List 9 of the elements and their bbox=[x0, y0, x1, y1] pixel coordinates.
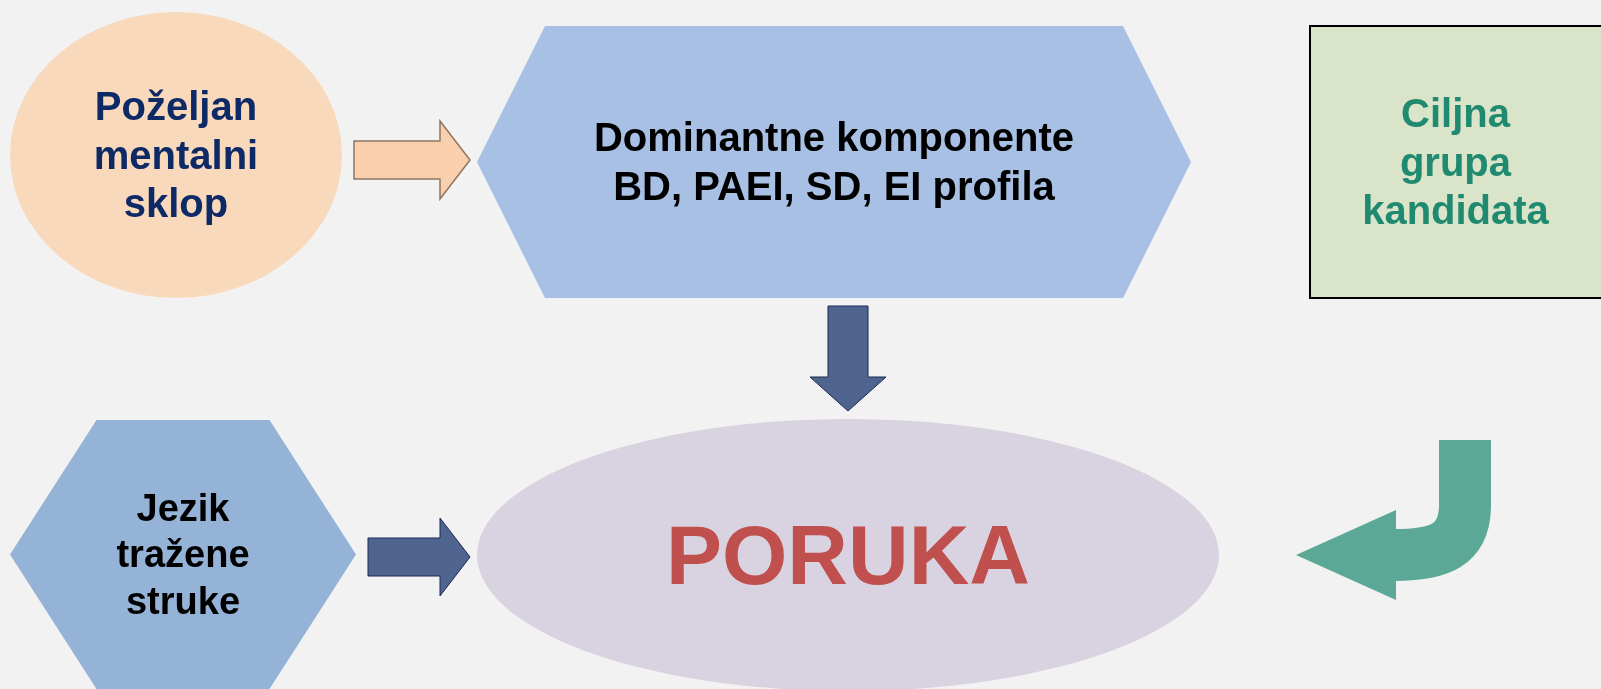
node-label: PORUKA bbox=[666, 506, 1030, 604]
block-arrow bbox=[353, 118, 471, 202]
block-arrow bbox=[1296, 440, 1491, 600]
block-arrow bbox=[367, 517, 471, 597]
node-label: Jezik tražene struke bbox=[115, 485, 251, 624]
node-label: Dominantne komponente BD, PAEI, SD, EI profila bbox=[593, 114, 1075, 210]
node-label: Ciljna grupa kandidata bbox=[1361, 89, 1550, 235]
node-label: Poželjan mentalni sklop bbox=[92, 82, 260, 228]
block-arrow bbox=[809, 305, 887, 412]
